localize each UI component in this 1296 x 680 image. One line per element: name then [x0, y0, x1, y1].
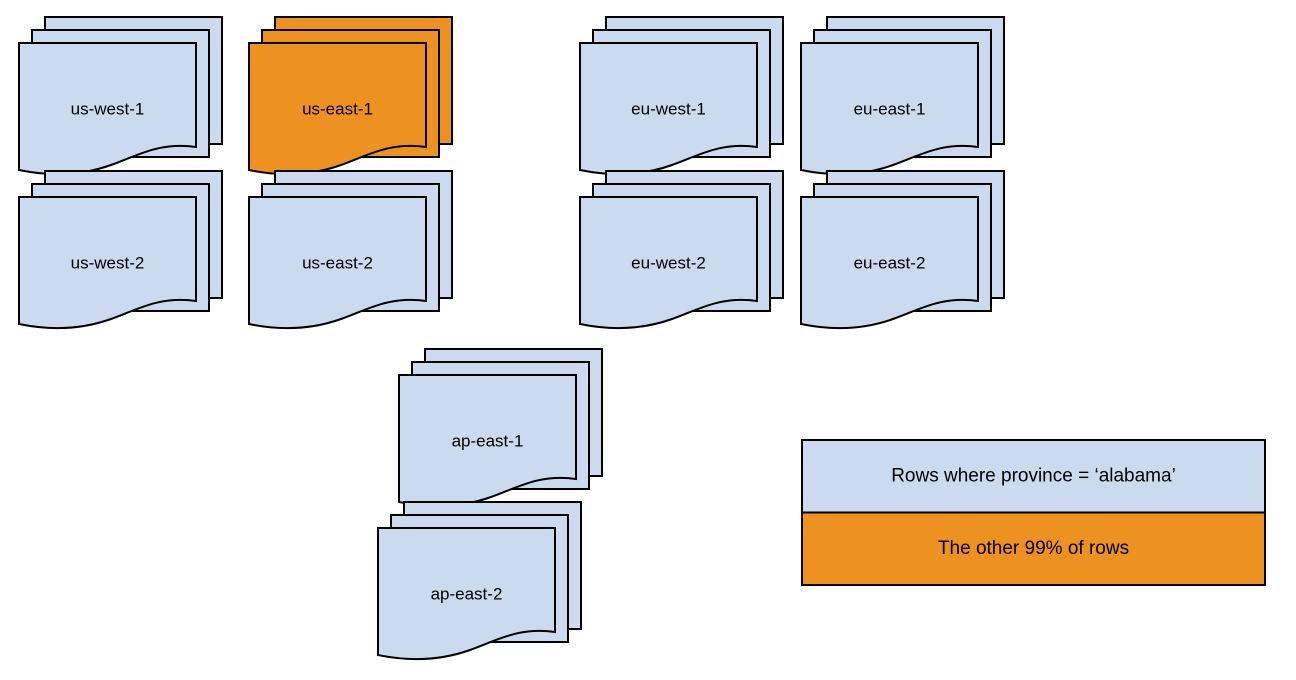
- stack-label: us-east-2: [302, 253, 373, 272]
- legend-swatch-other-rows: [801, 511, 1266, 586]
- stack-label: us-west-1: [71, 99, 145, 118]
- document-stack-us-east-2[interactable]: us-east-2: [248, 170, 453, 330]
- legend-label-other-rows: The other 99% of rows: [938, 538, 1129, 559]
- document-stack-us-east-1[interactable]: us-east-1: [248, 16, 453, 176]
- legend: Rows where province = ‘alabama’ The other…: [801, 439, 1266, 586]
- legend-label-alabama-rows: Rows where province = ‘alabama’: [891, 465, 1176, 486]
- document-stack-ap-east-1[interactable]: ap-east-1: [398, 348, 603, 508]
- document-stack-us-west-2[interactable]: us-west-2: [18, 170, 223, 330]
- stack-label: us-east-1: [302, 99, 373, 118]
- legend-swatch-alabama-rows: [801, 439, 1266, 514]
- document-stack-eu-east-2[interactable]: eu-east-2: [800, 170, 1005, 330]
- region-stacks: us-west-1 us-east-1 eu-west-1 eu-east-1 us-w…: [18, 16, 1005, 661]
- document-stack-eu-east-1[interactable]: eu-east-1: [800, 16, 1005, 176]
- stack-label: eu-east-1: [854, 99, 926, 118]
- stack-label: eu-west-2: [631, 253, 706, 272]
- document-stack-eu-west-1[interactable]: eu-west-1: [579, 16, 784, 176]
- stack-label: us-west-2: [71, 253, 145, 272]
- document-stack-ap-east-2[interactable]: ap-east-2: [377, 501, 582, 661]
- stack-label: ap-east-2: [431, 584, 503, 603]
- stack-label: ap-east-1: [452, 431, 524, 450]
- stack-label: eu-east-2: [854, 253, 926, 272]
- document-stack-us-west-1[interactable]: us-west-1: [18, 16, 223, 176]
- stack-label: eu-west-1: [631, 99, 706, 118]
- document-stack-eu-west-2[interactable]: eu-west-2: [579, 170, 784, 330]
